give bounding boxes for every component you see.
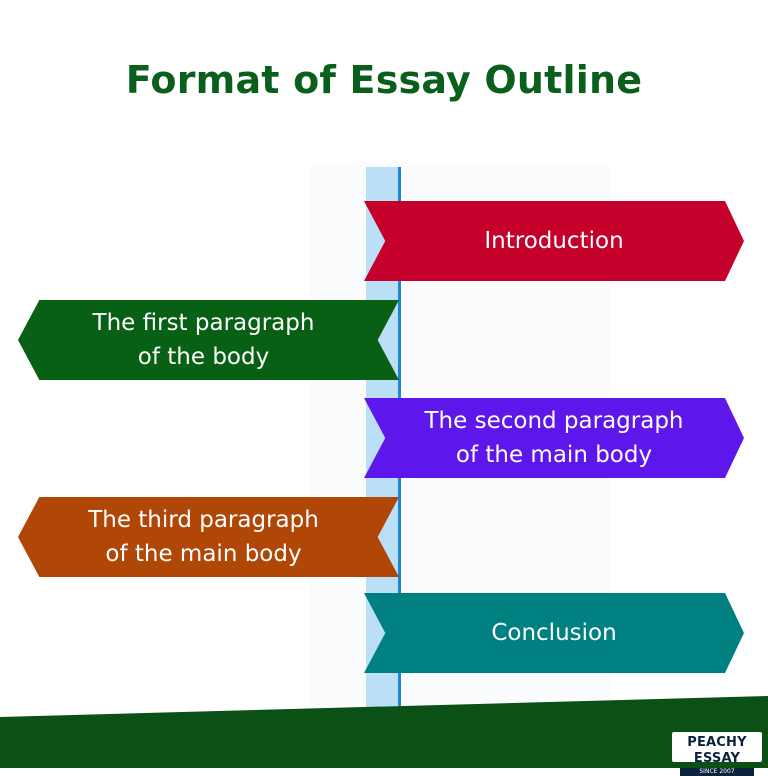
sign-first-paragraph-label: The first paragraph of the body bbox=[92, 310, 315, 370]
sign-third-paragraph-label: The third paragraph of the main body bbox=[88, 507, 319, 567]
peachy-essay-logo: PEACHY ESSAY SINCE 2007 bbox=[672, 732, 762, 776]
sign-conclusion-label: Conclusion bbox=[491, 620, 617, 646]
logo-since: SINCE 2007 bbox=[680, 768, 754, 776]
sign-introduction: Introduction bbox=[364, 201, 744, 281]
sign-second-paragraph-label: The second paragraph of the main body bbox=[424, 408, 684, 468]
logo-name: PEACHY ESSAY bbox=[687, 735, 747, 766]
diagram-title: Format of Essay Outline bbox=[125, 58, 643, 102]
sign-first-paragraph: The first paragraph of the body bbox=[18, 300, 399, 380]
sign-introduction-label: Introduction bbox=[484, 228, 624, 254]
sign-conclusion: Conclusion bbox=[364, 593, 744, 673]
sign-second-paragraph: The second paragraph of the main body bbox=[364, 398, 744, 478]
sign-third-paragraph: The third paragraph of the main body bbox=[18, 497, 399, 577]
